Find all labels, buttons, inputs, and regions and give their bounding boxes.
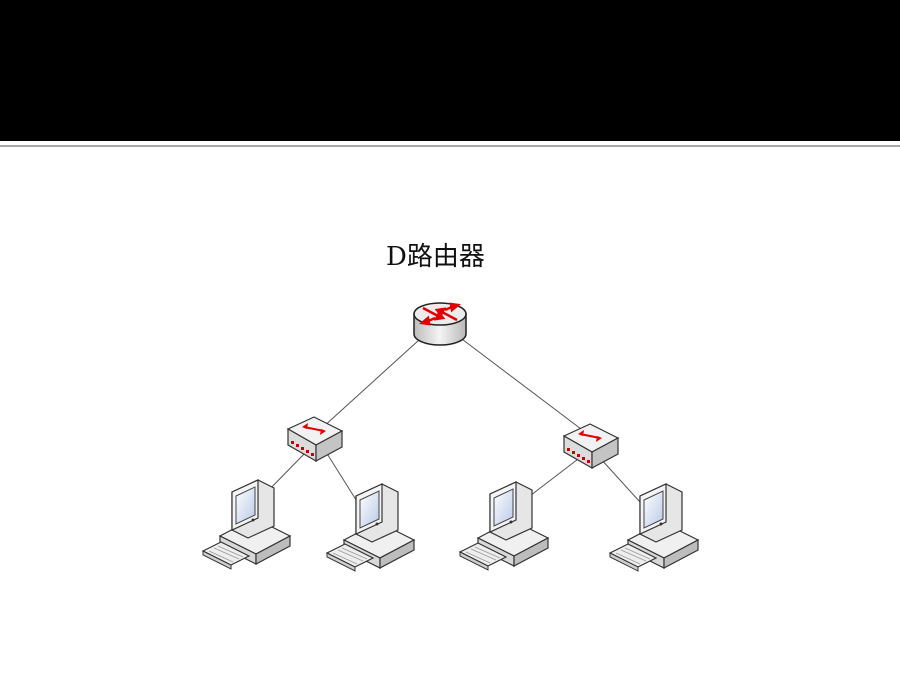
link-switch-left-pc-2 [325,451,359,504]
switch-icon-left [287,416,343,462]
slide-title: D路由器 [386,242,485,272]
link-router-switch-left [321,329,431,429]
link-lines [261,329,641,504]
link-router-switch-right [449,329,586,433]
switch-icon-right [563,423,619,469]
link-switch-right-pc-4 [599,457,641,503]
header-bar [0,0,900,141]
router-icon [413,302,467,346]
header-divider [0,145,900,147]
